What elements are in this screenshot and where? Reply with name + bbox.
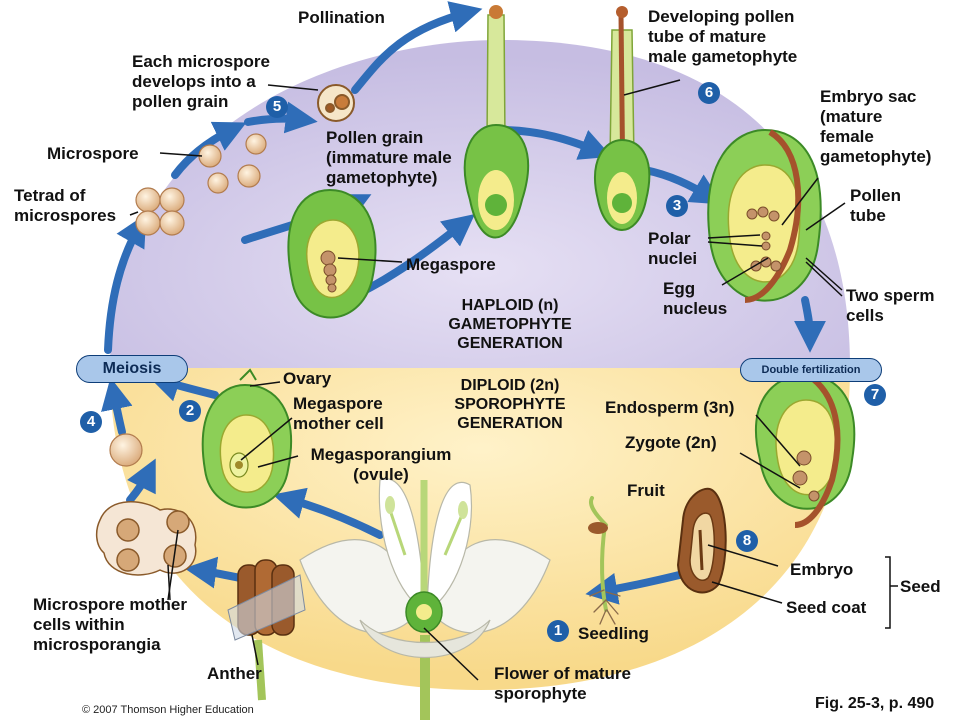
label-fruit: Fruit <box>627 481 665 500</box>
microspores <box>198 133 267 194</box>
label-endosperm: Endosperm (3n) <box>605 398 735 417</box>
figure-reference: Fig. 25-3, p. 490 <box>815 695 935 712</box>
label-anther: Anther <box>207 664 262 683</box>
pollen-grain <box>317 84 355 122</box>
step-4-badge: 4 <box>80 411 102 433</box>
anther-drawing <box>227 559 306 701</box>
ovule-megaspore <box>287 188 377 319</box>
fertilized-ovule <box>755 373 856 528</box>
label-embryo-sac: Embryo sac (mature female gametophyte) <box>820 87 932 166</box>
label-seed: Seed <box>900 577 941 596</box>
label-zygote: Zygote (2n) <box>625 433 717 452</box>
step-6-badge: 6 <box>698 82 720 104</box>
developing-pollen-tube <box>594 6 651 231</box>
label-developing-pollen-tube: Developing pollen tube of mature male ga… <box>648 7 798 66</box>
label-pollination: Pollination <box>298 8 385 27</box>
step-1-badge: 1 <box>547 620 569 642</box>
pollinated-pistil <box>463 5 530 239</box>
label-seedling: Seedling <box>578 624 649 643</box>
label-ovary: Ovary <box>283 369 332 388</box>
label-microspore-mother-cells: Microspore mother cells within microspor… <box>33 595 187 654</box>
haploid-generation-title: HAPLOID (n) GAMETOPHYTE GENERATION <box>448 297 572 352</box>
microsporangia-drawing <box>95 501 197 576</box>
label-egg-nucleus: Egg nucleus <box>663 279 728 318</box>
label-pollen-grain: Pollen grain (immature male gametophyte) <box>326 128 452 187</box>
seed-drawing <box>676 487 727 594</box>
step-7-badge: 7 <box>864 384 886 406</box>
step-5-badge: 5 <box>266 96 288 118</box>
ovary-drawing <box>201 368 293 509</box>
double-fertilization-stage: Double fertilization <box>740 358 882 382</box>
label-megaspore: Megaspore <box>406 255 496 274</box>
meiosis-stage: Meiosis <box>76 355 188 383</box>
step-8-badge: 8 <box>736 530 758 552</box>
label-pollen-tube: Pollen tube <box>850 186 902 225</box>
seedling-drawing <box>588 496 621 625</box>
label-tetrad: Tetrad of microspores <box>14 186 117 225</box>
embryo-sac <box>707 128 822 303</box>
label-megasporangium: Megasporangium (ovule) <box>310 445 452 484</box>
label-microspore: Microspore <box>47 144 139 163</box>
microspore-mother-cell <box>109 433 143 467</box>
label-two-sperm-cells: Two sperm cells <box>846 286 935 325</box>
label-megaspore-mother-cell: Megaspore mother cell <box>293 394 384 433</box>
label-polar-nuclei: Polar nuclei <box>648 229 698 268</box>
label-flower: Flower of mature sporophyte <box>494 664 631 703</box>
leader-lines <box>129 79 898 681</box>
step-3-badge: 3 <box>666 195 688 217</box>
label-each-microspore: Each microspore develops into a pollen g… <box>132 52 270 111</box>
step-2-badge: 2 <box>179 400 201 422</box>
copyright-notice: © 2007 Thomson Higher Education <box>82 704 254 716</box>
label-seed-coat: Seed coat <box>786 598 867 617</box>
diploid-generation-title: DIPLOID (2n) SPOROPHYTE GENERATION <box>454 377 566 432</box>
label-embryo: Embryo <box>790 560 854 579</box>
tetrad-of-microspores <box>135 187 185 236</box>
flower-drawing <box>299 478 551 720</box>
